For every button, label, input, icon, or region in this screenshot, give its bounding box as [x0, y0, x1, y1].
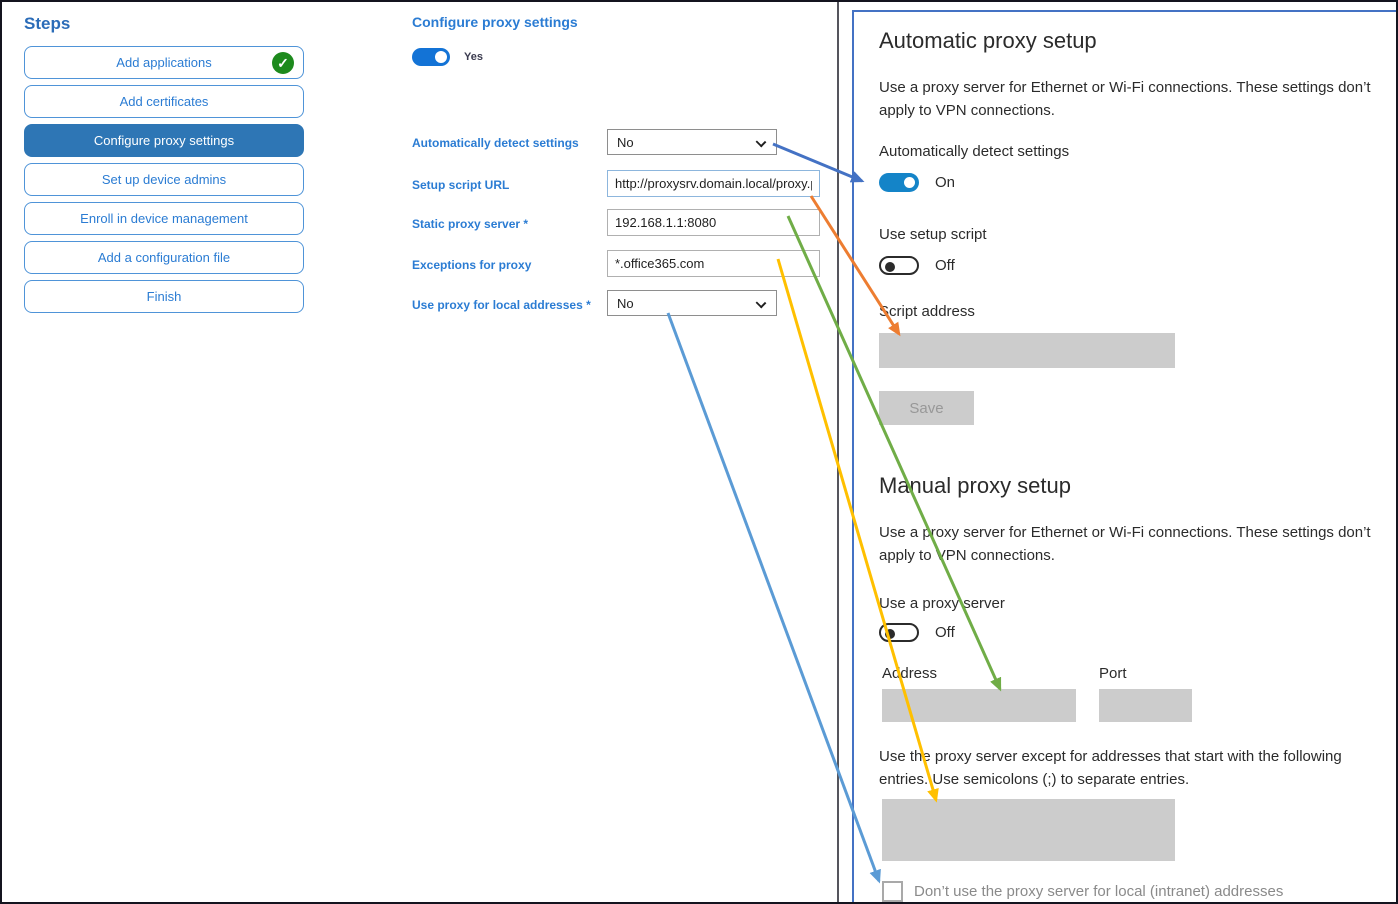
use-proxy-server-toggle[interactable] — [879, 623, 919, 642]
automatic-proxy-description: Use a proxy server for Ethernet or Wi-Fi… — [879, 79, 1371, 119]
script-address-label: Script address — [879, 303, 975, 320]
step-configure-proxy-settings[interactable]: Configure proxy settings — [24, 124, 304, 157]
manual-proxy-setup-heading: Manual proxy setup — [879, 473, 1071, 498]
address-label: Address — [882, 665, 938, 682]
pane-divider — [837, 2, 839, 902]
arrow-local-addresses — [666, 312, 881, 884]
automatic-proxy-setup-heading: Automatic proxy setup — [879, 28, 1097, 53]
manual-proxy-description: Use a proxy server for Ethernet or Wi-Fi… — [879, 524, 1371, 564]
select-value: No — [617, 295, 634, 311]
step-label: Configure proxy settings — [93, 133, 235, 148]
toggle-knob — [904, 177, 915, 188]
step-enroll-device-management[interactable]: Enroll in device management — [24, 202, 304, 235]
step-label: Enroll in device management — [80, 211, 248, 226]
check-circle-icon: ✓ — [272, 52, 294, 74]
save-button[interactable]: Save — [879, 391, 974, 425]
steps-heading: Steps — [24, 14, 71, 33]
label-use-proxy-local-addresses: Use proxy for local addresses * — [412, 298, 591, 312]
step-finish[interactable]: Finish — [24, 280, 304, 313]
toggle-knob — [435, 51, 447, 63]
step-label: Add applications — [116, 55, 212, 70]
input-exceptions-for-proxy[interactable] — [607, 250, 820, 277]
label-setup-script-url: Setup script URL — [412, 178, 510, 192]
chevron-down-icon — [755, 136, 767, 148]
intranet-addresses-checkbox[interactable] — [882, 881, 903, 902]
toggle-state-label: Yes — [464, 51, 483, 63]
toggle-knob — [885, 261, 895, 272]
proxy-exceptions-field[interactable] — [882, 799, 1175, 861]
input-static-proxy-server[interactable] — [607, 209, 820, 236]
select-value: No — [617, 134, 634, 150]
step-label: Add certificates — [119, 94, 209, 109]
step-add-applications[interactable]: Add applications ✓ — [24, 46, 304, 79]
proxy-exceptions-description: Use the proxy server except for addresse… — [879, 748, 1342, 788]
step-add-configuration-file[interactable]: Add a configuration file — [24, 241, 304, 274]
configure-proxy-toggle[interactable] — [412, 48, 450, 66]
windows-proxy-settings-panel: Automatic proxy setup Use a proxy server… — [852, 10, 1396, 902]
select-automatically-detect-settings[interactable]: No — [607, 129, 777, 155]
configure-proxy-toggle-row: Yes — [412, 48, 483, 66]
step-set-up-device-admins[interactable]: Set up device admins — [24, 163, 304, 196]
step-label: Set up device admins — [101, 172, 227, 187]
form-title: Configure proxy settings — [412, 14, 578, 30]
label-automatically-detect-settings: Automatically detect settings — [412, 136, 579, 150]
detect-settings-toggle[interactable] — [879, 173, 919, 192]
toggle-state-label: Off — [935, 257, 955, 274]
input-setup-script-url[interactable] — [607, 170, 820, 197]
script-address-field[interactable] — [879, 333, 1175, 368]
toggle-state-label: Off — [935, 624, 955, 641]
step-label: Add a configuration file — [97, 250, 231, 265]
detect-settings-label: Automatically detect settings — [879, 143, 1070, 160]
use-setup-script-toggle[interactable] — [879, 256, 919, 275]
label-static-proxy-server: Static proxy server * — [412, 217, 529, 231]
port-label: Port — [1099, 665, 1127, 682]
toggle-state-label: On — [935, 174, 956, 191]
toggle-knob — [885, 628, 895, 639]
select-use-proxy-local-addresses[interactable]: No — [607, 290, 777, 316]
port-field[interactable] — [1099, 689, 1192, 722]
save-label: Save — [909, 399, 944, 417]
address-field[interactable] — [882, 689, 1076, 722]
chevron-down-icon — [755, 297, 767, 309]
use-setup-script-label: Use setup script — [879, 226, 987, 243]
step-add-certificates[interactable]: Add certificates — [24, 85, 304, 118]
step-label: Finish — [146, 289, 182, 304]
intranet-addresses-checkbox-label: Don’t use the proxy server for local (in… — [914, 883, 1284, 900]
label-exceptions-for-proxy: Exceptions for proxy — [412, 258, 532, 272]
use-proxy-server-label: Use a proxy server — [879, 595, 1005, 612]
steps-nav: Add applications ✓ Add certificates Conf… — [24, 46, 304, 319]
